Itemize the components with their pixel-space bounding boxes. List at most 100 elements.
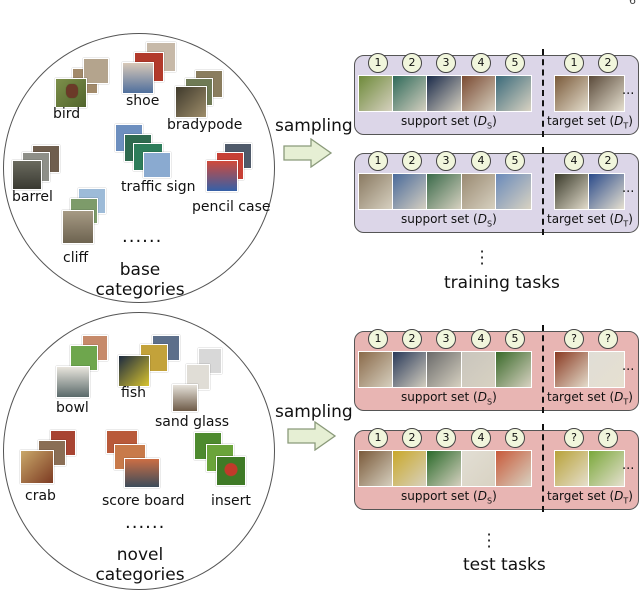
support-index-marker: 3 xyxy=(436,151,456,171)
support-index-marker: 3 xyxy=(436,428,456,448)
insert-image xyxy=(216,456,246,486)
target-ellipsis: ... xyxy=(622,458,635,473)
support-index-marker: 2 xyxy=(402,53,422,73)
target-image xyxy=(588,351,625,388)
sampling-label-top: sampling xyxy=(275,116,353,136)
support-index-marker: 4 xyxy=(471,151,491,171)
page-number: 6 xyxy=(629,0,636,7)
support-image xyxy=(426,450,463,487)
category-label-cliff: cliff xyxy=(63,250,89,266)
test-tasks-heading: test tasks xyxy=(463,555,546,575)
target-set-label: target set (DT) xyxy=(547,212,633,229)
target-image xyxy=(554,351,591,388)
support-index-marker: 1 xyxy=(368,151,388,171)
support-image xyxy=(426,351,463,388)
support-image xyxy=(461,450,498,487)
base-heading: base categories xyxy=(80,260,200,300)
support-image xyxy=(461,173,498,210)
bradypode-image xyxy=(175,86,207,118)
shoe-image xyxy=(122,62,154,94)
support-index-marker: 2 xyxy=(402,151,422,171)
novel-ellipsis: ...... xyxy=(125,512,166,533)
category-label-pencil-case: pencil case xyxy=(192,199,271,215)
novel-heading-line1: novel xyxy=(116,545,164,565)
support-image xyxy=(461,351,498,388)
support-index-marker: 1 xyxy=(368,428,388,448)
category-label-score-board: score board xyxy=(102,493,185,509)
training-tasks-heading: training tasks xyxy=(444,273,560,293)
target-image xyxy=(588,75,625,112)
target-image xyxy=(554,450,591,487)
target-image xyxy=(554,75,591,112)
sampling-arrow-top xyxy=(283,138,333,168)
sampling-label-bottom: sampling xyxy=(275,402,353,422)
target-index-marker: 1 xyxy=(564,53,584,73)
target-set-label: target set (DT) xyxy=(547,114,633,131)
pencil-case-image xyxy=(206,160,238,192)
support-image xyxy=(426,173,463,210)
support-index-marker: 5 xyxy=(505,53,525,73)
barrel-image xyxy=(12,160,42,190)
support-set-label: support set (DS) xyxy=(401,114,497,131)
sampling-arrow-bottom xyxy=(287,421,337,451)
category-label-traffic-sign: traffic sign xyxy=(121,179,196,195)
sand-glass-image xyxy=(172,384,198,412)
support-image xyxy=(392,173,429,210)
target-ellipsis: ... xyxy=(622,181,635,196)
support-image xyxy=(392,75,429,112)
support-image xyxy=(358,351,395,388)
novel-heading: novel categories xyxy=(80,545,200,585)
support-target-divider xyxy=(542,424,544,512)
support-index-marker: 1 xyxy=(368,53,388,73)
support-index-marker: 4 xyxy=(471,53,491,73)
support-image xyxy=(495,450,532,487)
base-heading-line1: base xyxy=(119,260,161,280)
support-index-marker: 3 xyxy=(436,53,456,73)
support-image xyxy=(358,75,395,112)
support-image xyxy=(358,450,395,487)
fish-image xyxy=(118,355,150,387)
target-image xyxy=(554,173,591,210)
support-index-marker: 2 xyxy=(402,329,422,349)
cliff-image xyxy=(62,210,94,244)
novel-heading-line2: categories xyxy=(95,565,185,585)
support-index-marker: 5 xyxy=(505,428,525,448)
support-image xyxy=(392,351,429,388)
category-label-sand-glass: sand glass xyxy=(155,414,230,430)
target-ellipsis: ... xyxy=(622,359,635,374)
category-label-crab: crab xyxy=(25,488,56,504)
target-image xyxy=(588,450,625,487)
unknown-label-marker: ? xyxy=(564,329,584,349)
support-index-marker: 5 xyxy=(505,329,525,349)
support-image xyxy=(426,75,463,112)
support-target-divider xyxy=(542,49,544,137)
support-index-marker: 5 xyxy=(505,151,525,171)
unknown-label-marker: ? xyxy=(598,428,618,448)
support-set-label: support set (DS) xyxy=(401,212,497,229)
category-label-fish: fish xyxy=(121,385,146,401)
category-label-insert: insert xyxy=(211,493,251,509)
support-index-marker: 4 xyxy=(471,428,491,448)
category-label-bird: bird xyxy=(53,106,81,122)
traffic-sign-image xyxy=(143,152,171,178)
support-image xyxy=(495,75,532,112)
test-vertical-ellipsis: ··· xyxy=(486,525,492,556)
support-image xyxy=(495,351,532,388)
support-image xyxy=(495,173,532,210)
target-image xyxy=(588,173,625,210)
support-index-marker: 3 xyxy=(436,329,456,349)
support-set-label: support set (DS) xyxy=(401,390,497,407)
score-board-image xyxy=(124,458,160,488)
target-set-label: target set (DT) xyxy=(547,390,633,407)
target-index-marker: 2 xyxy=(598,151,618,171)
crab-image xyxy=(20,450,54,484)
category-label-bradypode: bradypode xyxy=(167,117,243,133)
category-label-shoe: shoe xyxy=(126,93,160,109)
target-ellipsis: ... xyxy=(622,83,635,98)
unknown-label-marker: ? xyxy=(598,329,618,349)
base-ellipsis: ...... xyxy=(122,226,163,247)
training-vertical-ellipsis: ··· xyxy=(479,242,485,273)
target-set-label: target set (DT) xyxy=(547,489,633,506)
support-set-label: support set (DS) xyxy=(401,489,497,506)
support-index-marker: 2 xyxy=(402,428,422,448)
